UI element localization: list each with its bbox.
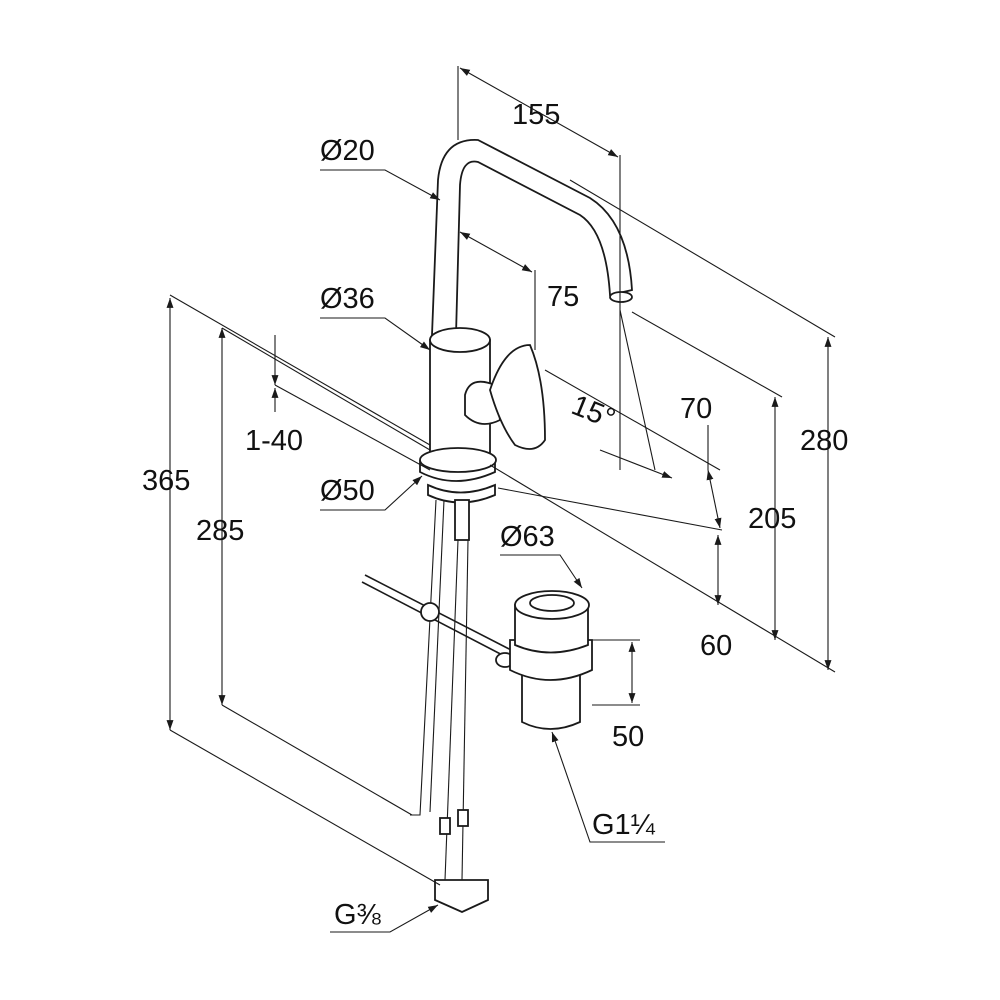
supply-hoses — [410, 499, 489, 913]
dim-70-label: 70 — [680, 393, 712, 425]
dim-dia63-label: Ø63 — [500, 521, 555, 553]
thread-g1-1-4-label: G1¼ — [592, 809, 656, 841]
dim-dia20-label: Ø20 — [320, 135, 375, 167]
dim-365-label: 365 — [142, 465, 190, 497]
dim-60-label: 60 — [700, 630, 732, 662]
dim-dia36-label: Ø36 — [320, 283, 375, 315]
dim-1-40-label: 1-40 — [245, 425, 303, 457]
dim-280-label: 280 — [800, 425, 848, 457]
angle-15-label: 15° — [567, 389, 620, 435]
dim-155-label: 155 — [512, 99, 560, 131]
dim-205-label: 205 — [748, 503, 796, 535]
base-ring — [419, 447, 497, 541]
dim-dia50-label: Ø50 — [320, 475, 375, 507]
faucet-spout — [431, 139, 633, 336]
thread-g3-8-label: G⅜ — [334, 899, 382, 931]
dimension-lines — [166, 66, 836, 933]
drain-waste — [509, 590, 593, 730]
pop-up-rod — [361, 574, 516, 668]
dim-75-label: 75 — [547, 281, 579, 313]
faucet-lever-handle — [464, 344, 546, 450]
dim-50-label: 50 — [612, 721, 644, 753]
dim-285-label: 285 — [196, 515, 244, 547]
